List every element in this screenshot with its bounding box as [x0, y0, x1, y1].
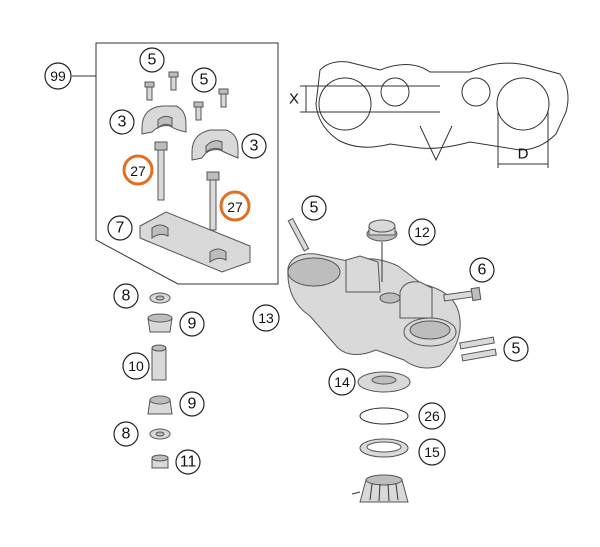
- callout-11-label: 11: [180, 454, 197, 471]
- triple-clamp: [287, 253, 461, 369]
- callout-27a-label: 27: [130, 163, 146, 179]
- clamp-cap-left: [141, 105, 187, 135]
- seal-26: [359, 407, 409, 425]
- callout-5-upper[interactable]: 5: [301, 195, 327, 221]
- callout-12[interactable]: 12: [408, 218, 436, 246]
- callout-5-right[interactable]: 5: [503, 336, 529, 362]
- callout-3a-label: 3: [118, 114, 127, 131]
- bolt-6: [443, 286, 482, 302]
- top-view-drawing: [300, 61, 569, 168]
- callout-5b-label: 5: [200, 72, 209, 89]
- callout-5c-label: 5: [310, 200, 319, 217]
- callout-11[interactable]: 11: [175, 449, 201, 475]
- callout-26[interactable]: 26: [418, 402, 446, 430]
- nut-11: [151, 454, 169, 469]
- sleeve-10: [151, 344, 167, 381]
- callout-8-lower[interactable]: 8: [113, 421, 139, 447]
- callout-15-label: 15: [424, 444, 440, 460]
- callout-9-lower[interactable]: 9: [179, 391, 205, 417]
- callout-3b-label: 3: [250, 138, 259, 155]
- callout-5a-label: 5: [148, 52, 157, 69]
- callout-13-label: 13: [258, 310, 274, 326]
- callout-3-right[interactable]: 3: [241, 133, 267, 159]
- dimension-d-label: D: [518, 146, 529, 163]
- callout-10[interactable]: 10: [122, 352, 150, 380]
- bolt-5-upper: [287, 217, 310, 252]
- dimension-x-label: X: [289, 91, 299, 108]
- callout-9b-label: 9: [188, 396, 197, 413]
- callout-13[interactable]: 13: [252, 304, 280, 332]
- callout-6[interactable]: 6: [469, 257, 495, 283]
- cap-nut: [366, 219, 398, 282]
- callout-27-right[interactable]: 27: [219, 190, 251, 222]
- callout-12-label: 12: [414, 224, 430, 240]
- callout-3-left[interactable]: 3: [109, 109, 135, 135]
- taper-bearing: [351, 474, 409, 503]
- clamp-cap-right: [191, 129, 239, 161]
- callout-10-label: 10: [128, 358, 144, 374]
- callout-5-kit-b[interactable]: 5: [191, 67, 217, 93]
- ring-15: [359, 438, 409, 458]
- callout-15[interactable]: 15: [418, 438, 446, 466]
- callout-14-label: 14: [334, 374, 350, 390]
- callout-5d-label: 5: [512, 341, 521, 358]
- callout-99[interactable]: 99: [44, 62, 72, 90]
- callout-9-upper[interactable]: 9: [179, 311, 205, 337]
- callout-7-label: 7: [116, 220, 125, 237]
- ring-14: [357, 371, 411, 393]
- callout-27-left[interactable]: 27: [122, 154, 154, 186]
- kit-group-outline: [95, 42, 279, 285]
- long-bolt-left: [154, 141, 168, 201]
- bolt-5-right: [459, 336, 497, 362]
- callout-8a-label: 8: [122, 288, 131, 305]
- callout-5-kit-a[interactable]: 5: [139, 47, 165, 73]
- long-bolt-right: [206, 171, 220, 231]
- callout-7[interactable]: 7: [107, 215, 133, 241]
- bushing-9-upper: [147, 313, 173, 333]
- washer-8-lower: [149, 428, 171, 440]
- base-clamp: [139, 211, 251, 273]
- bolt-5-group: [144, 71, 229, 121]
- callout-6-label: 6: [478, 262, 487, 279]
- callout-27b-label: 27: [227, 199, 243, 215]
- callout-8-upper[interactable]: 8: [113, 283, 139, 309]
- washer-8-upper: [149, 292, 171, 304]
- callout-8b-label: 8: [122, 426, 131, 443]
- callout-9a-label: 9: [188, 316, 197, 333]
- callout-14[interactable]: 14: [328, 368, 356, 396]
- bushing-9-lower: [147, 395, 173, 415]
- callout-26-label: 26: [424, 408, 440, 424]
- callout-99-label: 99: [50, 68, 66, 84]
